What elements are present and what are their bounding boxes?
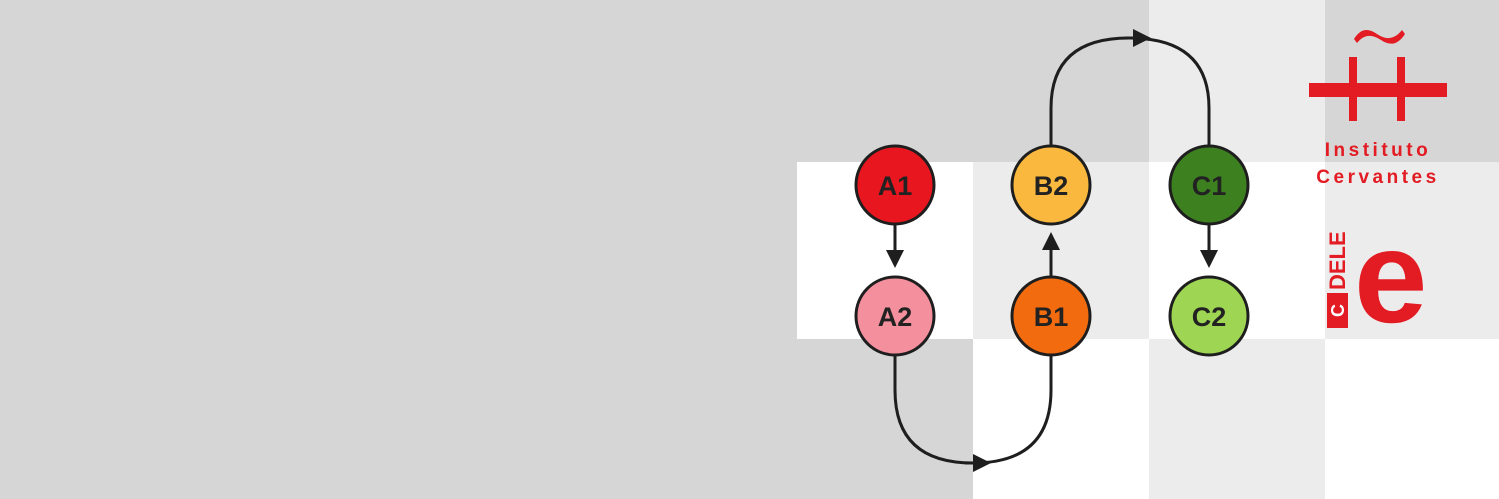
node-c1-label: C1 — [1192, 171, 1227, 201]
node-c2-label: C2 — [1192, 302, 1227, 332]
dele-logo: C DELE e — [1325, 203, 1427, 350]
node-b1-label: B1 — [1034, 302, 1069, 332]
dele-small-mark: C — [1328, 304, 1348, 317]
node-c2-circle — [1168, 275, 1250, 357]
node-a2: A2 — [854, 275, 936, 357]
node-a1: A1 — [854, 144, 936, 226]
node-a2-circle — [854, 275, 936, 357]
instituto-cervantes-emblem-icon — [1309, 29, 1447, 121]
dele-mark-box — [1327, 293, 1348, 328]
node-a2-label: A2 — [878, 302, 913, 332]
node-a1-label: A1 — [878, 171, 913, 201]
node-b2-label: B2 — [1034, 171, 1069, 201]
logo-line-2: Cervantes — [1316, 167, 1439, 188]
node-c1-circle — [1168, 144, 1250, 226]
node-b1: B1 — [1010, 275, 1092, 357]
dele-e-letter: e — [1354, 203, 1427, 350]
node-a1-circle — [854, 144, 936, 226]
node-b2: B2 — [1010, 144, 1092, 226]
diagram-edges — [886, 29, 1218, 472]
node-c2: C2 — [1168, 275, 1250, 357]
dele-text: DELE — [1325, 231, 1350, 290]
node-c1: C1 — [1168, 144, 1250, 226]
node-b2-circle — [1010, 144, 1092, 226]
logo-line-1: Instituto — [1325, 140, 1431, 161]
instituto-cervantes-logo: Instituto Cervantes — [1309, 29, 1447, 188]
node-b1-circle — [1010, 275, 1092, 357]
